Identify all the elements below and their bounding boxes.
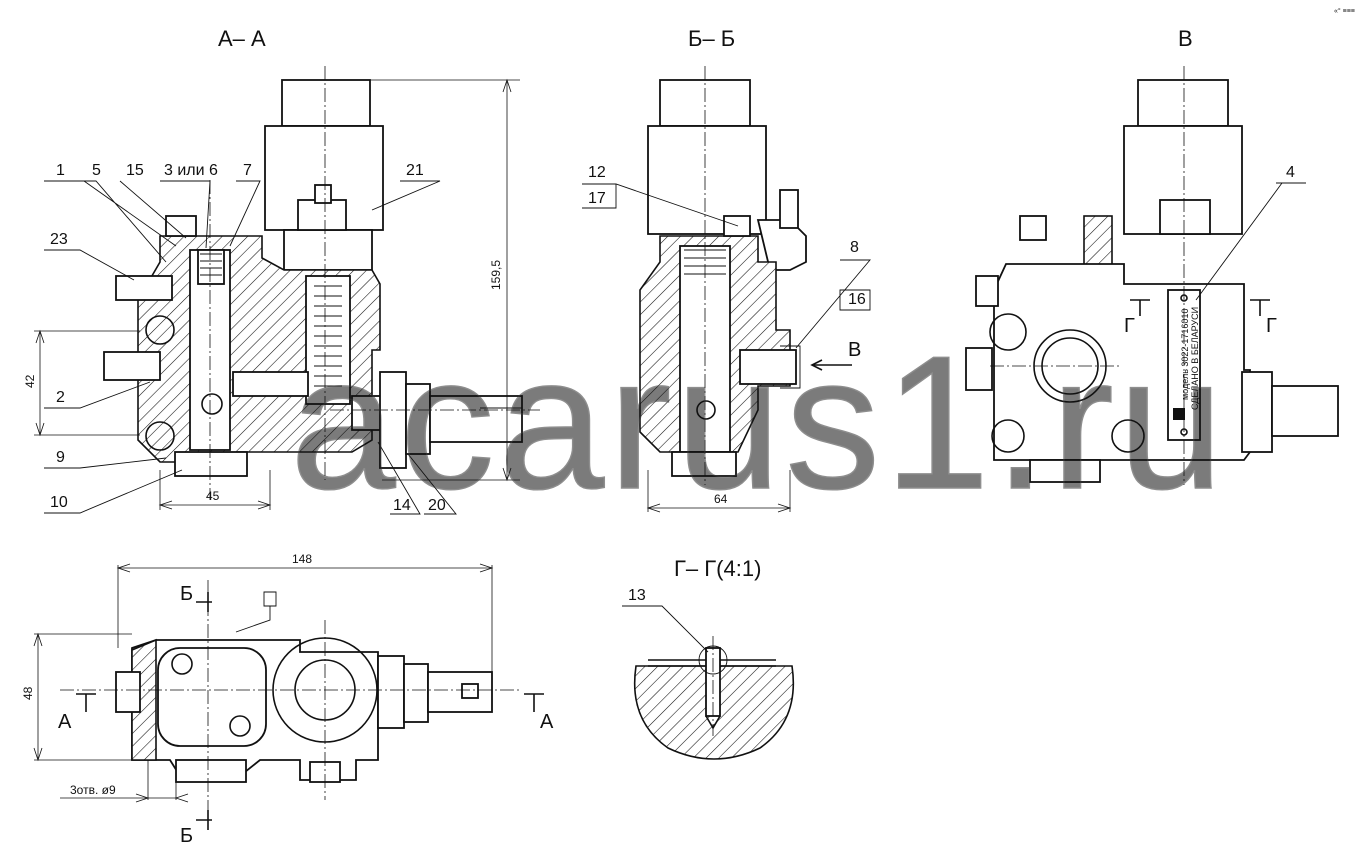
- callout-8: 8: [850, 239, 859, 256]
- dimension-64: 64: [646, 492, 792, 513]
- section-gg-drawing: [633, 636, 795, 760]
- callout-21: 21: [406, 162, 424, 179]
- callout-15: 15: [126, 162, 144, 179]
- callouts-view-v: 4: [1195, 164, 1306, 301]
- callout-2: 2: [56, 389, 65, 406]
- view-title-view-v: В: [1178, 26, 1193, 51]
- section-marks-plan: А А Б Б: [58, 583, 554, 847]
- dimension-159-5: 159,5: [489, 78, 512, 482]
- callouts-section-gg: 13: [622, 587, 709, 653]
- dimension-148: 148: [116, 552, 494, 573]
- watermark: acarus1.ru: [290, 317, 1228, 529]
- callout-17: 17: [588, 190, 606, 207]
- callout-14: 14: [393, 497, 411, 514]
- dimension-holes-label: 3отв. ø9: [70, 783, 116, 797]
- arrow-v-label: В: [848, 339, 861, 361]
- view-title-section-bb: Б– Б: [688, 26, 735, 51]
- section-mark-g-left: Г: [1124, 315, 1135, 337]
- callout-16: 16: [848, 291, 866, 308]
- section-mark-a-left: А: [58, 711, 72, 733]
- dimension-45: 45: [158, 489, 272, 510]
- callout-9: 9: [56, 449, 65, 466]
- callout-10: 10: [50, 494, 68, 511]
- view-title-section-aa: А– А: [218, 26, 266, 51]
- callout-5: 5: [92, 162, 101, 179]
- callouts-section-bb: 12 17 8 16 В: [582, 164, 871, 361]
- dimension-holes: 3отв. ø9: [60, 783, 189, 803]
- section-mark-a-right: А: [540, 711, 554, 733]
- dimension-48: 48: [21, 632, 43, 762]
- dimension-42-label: 42: [23, 374, 37, 388]
- callout-3-or-6: 3 или 6: [164, 162, 218, 179]
- callout-1: 1: [56, 162, 65, 179]
- dimension-64-label: 64: [714, 492, 728, 506]
- nameplate-made-in: СДЕЛАНО В БЕЛАРУСИ: [1190, 307, 1200, 410]
- section-aa-drawing: [34, 66, 540, 510]
- view-v-drawing: модель 3022-1716010 СДЕЛАНО В БЕЛАРУСИ Г…: [965, 66, 1339, 485]
- callout-12: 12: [588, 164, 606, 181]
- dimension-42: 42: [23, 329, 45, 437]
- callouts-section-aa: 1 5 15 3 или 6 7 21 23 2 9 10 14 20: [44, 162, 457, 515]
- corner-mark: «° ≡≡≡: [1334, 7, 1355, 15]
- dimension-159-5-label: 159,5: [489, 260, 503, 290]
- section-bb-drawing: [639, 66, 852, 512]
- view-title-section-gg: Г– Г(4:1): [674, 556, 761, 581]
- dimension-45-label: 45: [206, 489, 220, 503]
- dimension-148-label: 148: [292, 552, 312, 566]
- nameplate-model: модель 3022-1716010: [1180, 309, 1190, 400]
- callout-4: 4: [1286, 164, 1295, 181]
- section-mark-b-bottom: Б: [180, 825, 193, 847]
- plan-view-drawing: [34, 565, 520, 820]
- section-mark-b-top: Б: [180, 583, 193, 605]
- callout-20: 20: [428, 497, 446, 514]
- callout-7: 7: [243, 162, 252, 179]
- section-mark-g-right: Г: [1266, 315, 1277, 337]
- callout-23: 23: [50, 231, 68, 248]
- callout-13: 13: [628, 587, 646, 604]
- dimension-48-label: 48: [21, 686, 35, 700]
